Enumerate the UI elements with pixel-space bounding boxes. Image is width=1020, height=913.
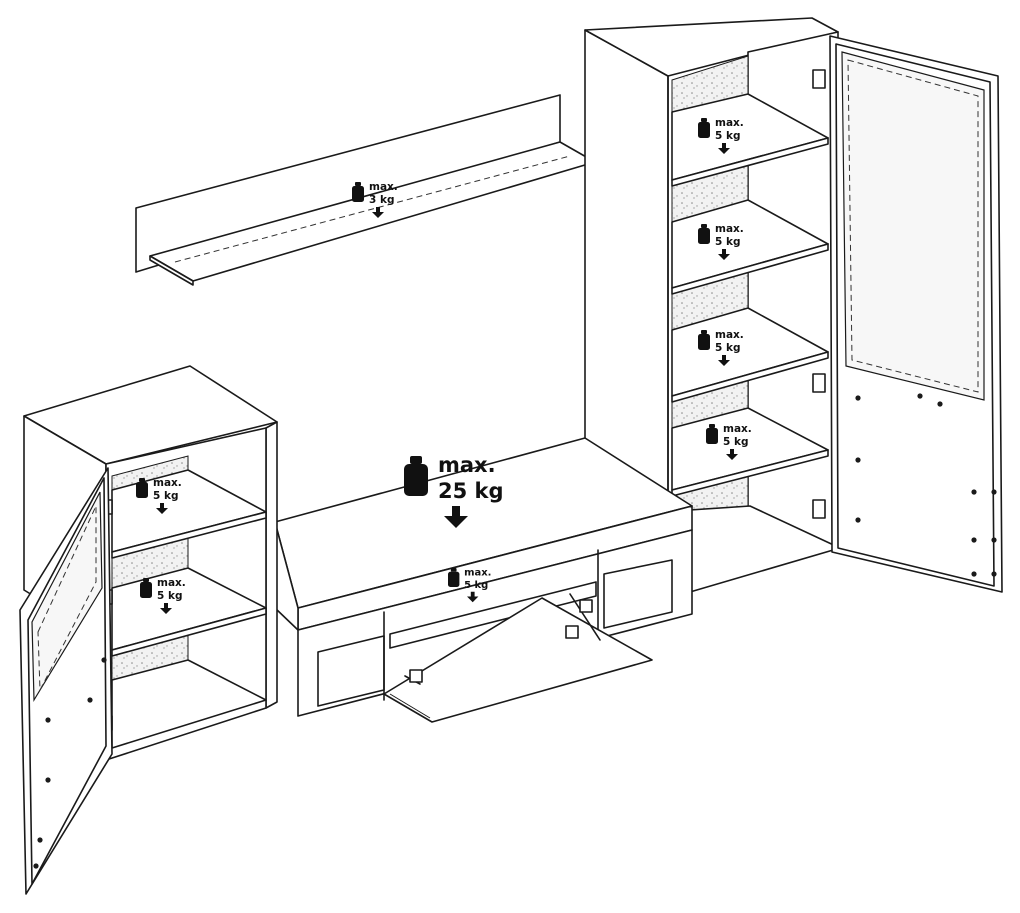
load-max-text: max. [715,223,744,235]
load-kg-text: 5 kg [153,490,178,502]
load-max-text: max. [153,477,182,489]
load-kg-text: 5 kg [715,342,740,354]
load-kg-text: 5 kg [715,236,740,248]
tall-cabinet [584,17,1003,593]
load-max-text: max. [723,423,752,435]
mounting-hole [971,489,977,495]
mounting-hole [33,863,39,869]
load-max-text: max. [438,453,496,477]
mounting-hole [991,537,997,543]
weight-icon [698,224,710,244]
weight-icon [404,456,428,496]
down-arrow-icon [444,506,468,528]
load-label: max.5 kg [698,329,744,366]
load-label: max.25 kg [404,453,504,528]
mounting-hole [991,489,997,495]
load-kg-text: 25 kg [438,479,504,503]
weight-icon [706,424,718,444]
load-label: max.5 kg [706,423,752,460]
load-label: max.3 kg [352,181,398,218]
load-max-text: max. [464,568,491,579]
load-kg-text: 3 kg [369,194,394,206]
down-arrow-icon [726,449,738,460]
down-arrow-icon [718,249,730,260]
load-label: max.5 kg [140,577,186,614]
weight-icon [140,578,152,598]
mounting-hole [45,717,51,723]
load-max-text: max. [715,329,744,341]
load-label: max.5 kg [698,117,744,154]
mounting-hole [991,571,997,577]
load-kg-text: 5 kg [157,590,182,602]
mounting-hole [855,517,861,523]
down-arrow-icon [718,355,730,366]
mounting-hole [87,697,93,703]
load-max-text: max. [715,117,744,129]
down-arrow-icon [160,603,172,614]
load-kg-text: 5 kg [723,436,748,448]
mounting-hole [855,457,861,463]
weight-icon [698,330,710,350]
tv-bench [274,437,693,723]
weight-icon [136,478,148,498]
mounting-hole [37,837,43,843]
mounting-hole [45,777,51,783]
weight-icon [698,118,710,138]
load-kg-text: 5 kg [464,580,488,591]
mounting-hole [101,657,107,663]
down-arrow-icon [467,591,479,603]
down-arrow-icon [718,143,730,154]
weight-icon [448,568,460,587]
down-arrow-icon [156,503,168,514]
mounting-holes [33,393,997,869]
load-kg-text: 5 kg [715,130,740,142]
load-label: max.5 kg [698,223,744,260]
load-max-text: max. [157,577,186,589]
load-label: max.5 kg [136,477,182,514]
weight-icon [352,182,364,202]
down-arrow-icon [372,207,384,218]
mounting-hole [855,395,861,401]
left-cabinet [19,365,278,895]
wall-shelf [135,94,596,286]
mounting-hole [937,401,943,407]
mounting-hole [971,537,977,543]
mounting-hole [971,571,977,577]
mounting-hole [917,393,923,399]
load-max-text: max. [369,181,398,193]
load-label: max.5 kg [448,568,491,603]
